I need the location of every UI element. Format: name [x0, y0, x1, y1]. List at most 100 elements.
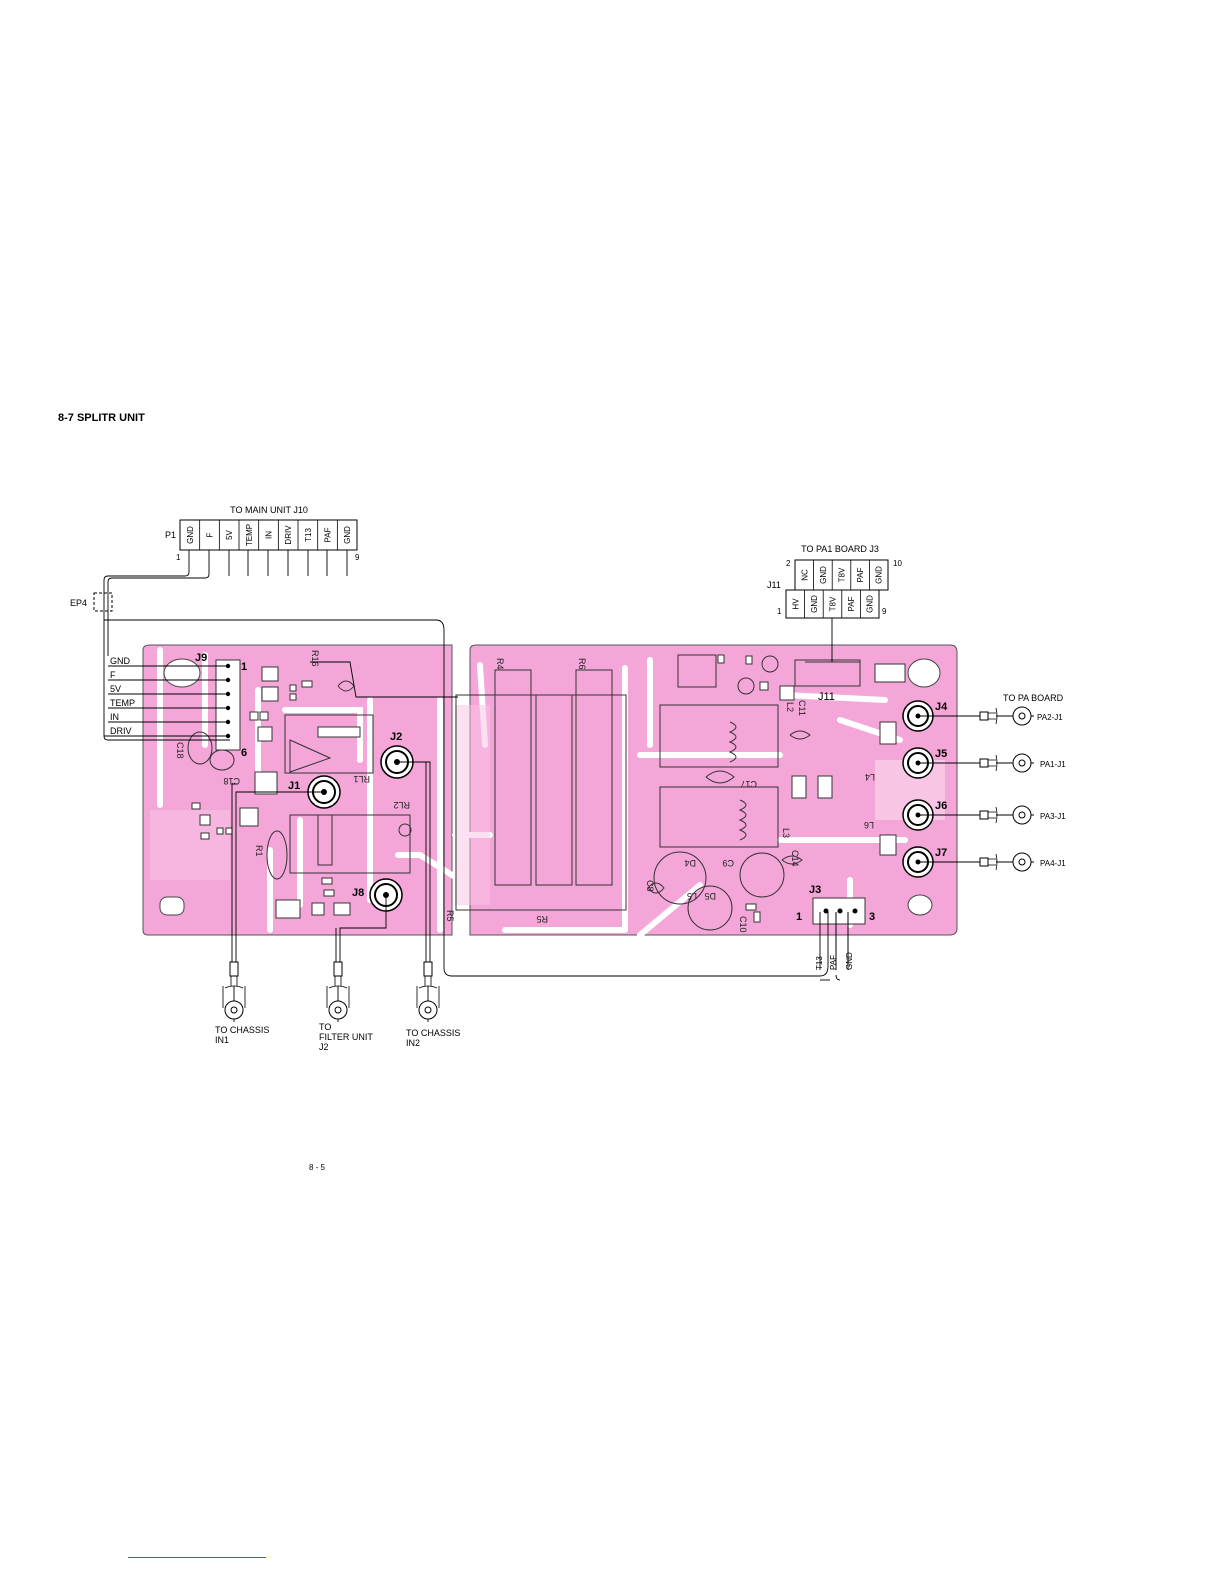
bottom-cable-label: TO CHASSIS [215, 1025, 269, 1035]
pa-coax-end [1012, 706, 1032, 726]
j11-board-header [805, 661, 860, 687]
cable-shield [222, 986, 246, 1008]
cable-plug [423, 961, 433, 977]
mounting-hole-2 [907, 658, 941, 688]
silk-r5-b: R5 [536, 914, 548, 924]
pa-jack-target: PA1-J1 [1040, 760, 1066, 769]
page-number: 8 - 5 [309, 1163, 326, 1172]
j11-ref: J11 [767, 580, 781, 590]
pa-jack-ref: J6 [935, 800, 947, 812]
p1-heading: TO MAIN UNIT J10 [230, 505, 308, 515]
silk-l2: L2 [785, 702, 795, 712]
ep4-label: EP4 [70, 598, 87, 608]
cable-loop [988, 707, 998, 725]
silk-c14: C14 [790, 850, 800, 867]
cable-plug [979, 711, 989, 721]
silk-rl1: RL1 [353, 774, 370, 784]
cable-plug [333, 961, 343, 977]
p1-pin-label: TEMP [245, 524, 254, 546]
bottom-cable-label: TO [319, 1022, 331, 1032]
p1-pin-label: 5V [225, 529, 234, 539]
bottom-cable-label: J2 [319, 1042, 329, 1052]
smd-parts [187, 654, 897, 923]
j11-bottom-label: HV [791, 598, 800, 610]
j11-bottom-label: GND [866, 595, 875, 613]
pa-jack-ref: J5 [935, 748, 947, 760]
relays [284, 714, 412, 874]
cable-plug [229, 961, 239, 977]
silk-r16: R16 [310, 650, 320, 667]
cable-plug [979, 758, 989, 768]
p1-last-pin: 9 [355, 553, 360, 562]
coax-connectors: J1 J2 J8 [231, 731, 431, 962]
p1-pin-label: T13 [304, 528, 313, 542]
j9-wire-label: 5V [110, 684, 121, 694]
silk-c9: C9 [722, 858, 734, 868]
silk-r6: R6 [577, 658, 587, 670]
silk-l4: L4 [865, 772, 875, 782]
pa-jack-target: PA4-J1 [1040, 859, 1066, 868]
pa-outputs-heading: TO PA BOARD [1003, 693, 1064, 703]
cable-plug [979, 810, 989, 820]
silk-l3: L3 [781, 828, 791, 838]
pa-coax-center [1018, 712, 1026, 720]
pa-outputs: TO PA BOARD J4PA2-J1J5PA1-J1J6PA3-J1J7PA… [902, 693, 1066, 878]
bottom-cable-label: IN2 [406, 1038, 420, 1048]
j11-board-ref: J11 [818, 691, 835, 703]
j11-bottom-label: T8V [829, 596, 838, 611]
j9-pin-dot [225, 663, 231, 669]
j3-pin-dot [837, 908, 843, 914]
p1-first-pin: 1 [176, 553, 181, 562]
silk-c17: C17 [740, 779, 757, 789]
silk-r1: R1 [254, 845, 264, 857]
p1-pin-label: DRIV [284, 525, 293, 545]
j9-wire-label: DRIV [110, 726, 132, 736]
power-resistors [455, 669, 627, 911]
pa-jack-ref: J7 [935, 847, 947, 859]
silk-rl2: RL2 [393, 800, 410, 810]
p1-pin-label: IN [265, 531, 274, 539]
silk-c18-b: C18 [223, 776, 240, 786]
j9-ref: J9 [195, 652, 207, 664]
cable-loop [988, 754, 998, 772]
coax-end-center [334, 1006, 342, 1014]
pcb-right-section [469, 644, 958, 936]
bottom-cable-label: TO CHASSIS [406, 1028, 460, 1038]
j3-last-pin: 3 [869, 911, 875, 923]
j9-pin-dot [225, 733, 231, 739]
coax-end-center [424, 1006, 432, 1014]
ep4-jumper [93, 592, 113, 612]
pa-coax-center [1018, 759, 1026, 767]
pa-coax-end [1012, 805, 1032, 825]
pa-jack-ref: J4 [935, 701, 948, 713]
cable-shield [416, 986, 440, 1008]
j3-wire-label: PAF [829, 955, 838, 970]
pa-coax-center [1018, 858, 1026, 866]
j9-wire-label: GND [110, 656, 131, 666]
j11-top-label: GND [819, 566, 828, 584]
p1-ref: P1 [165, 530, 176, 540]
j2-label: J2 [390, 731, 402, 743]
pa-jack-target: PA3-J1 [1040, 812, 1066, 821]
footer-rule [128, 1557, 266, 1558]
j8-label: J8 [352, 887, 364, 899]
j11-top-label: PAF [856, 567, 865, 582]
cable-plug [979, 857, 989, 867]
j9-wire-label: IN [110, 712, 119, 722]
p1-pin-label: GND [186, 526, 195, 544]
j9-first-pin: 1 [241, 661, 247, 673]
j9-pin-dot [225, 677, 231, 683]
bottom-cable-label: FILTER UNIT [319, 1032, 373, 1042]
j11-top-label: T8V [838, 567, 847, 582]
silk-c18-a: C18 [175, 742, 185, 759]
